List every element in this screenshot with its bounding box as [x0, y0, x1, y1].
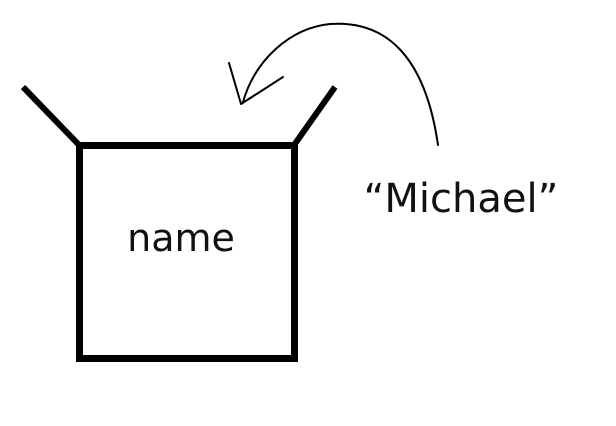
arrow-head [228, 62, 284, 105]
box-body [76, 142, 298, 362]
insert-arrow [228, 22, 439, 146]
box-right-flap [289, 85, 338, 150]
box-left-flap [20, 84, 85, 151]
arrow-curve [242, 22, 439, 146]
box-label: name [127, 216, 235, 260]
variable-box: name [20, 84, 338, 362]
value-label: “Michael” [364, 176, 559, 222]
